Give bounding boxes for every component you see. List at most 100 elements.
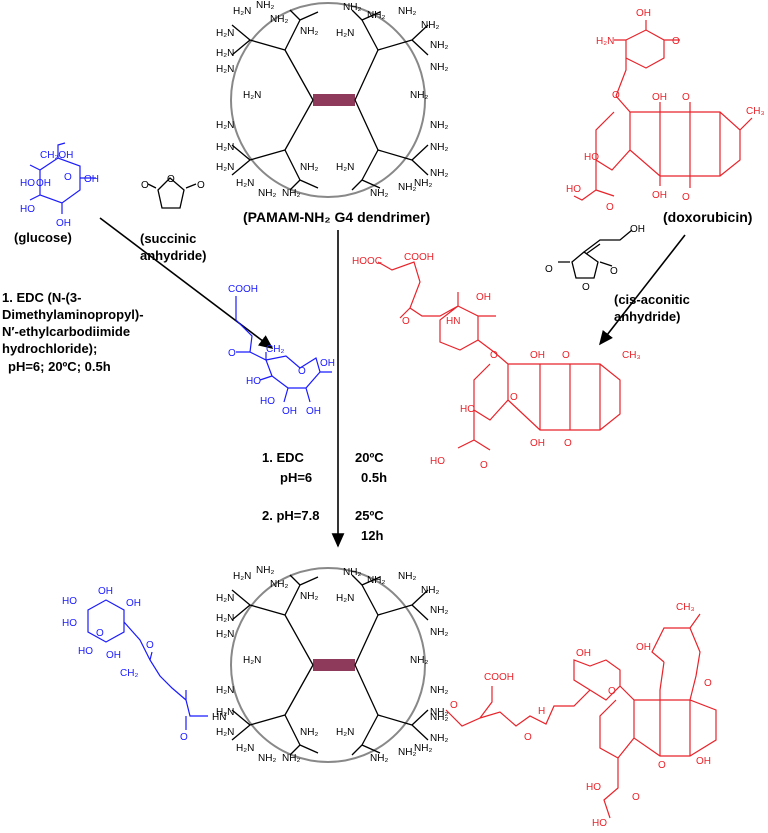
svg-text:NH₂: NH₂ <box>430 685 448 696</box>
svg-text:2. pH=7.8: 2. pH=7.8 <box>262 508 319 523</box>
svg-text:O: O <box>704 678 712 689</box>
svg-text:OH: OH <box>306 406 321 417</box>
svg-text:O: O <box>480 460 488 471</box>
svg-text:O: O <box>141 180 149 191</box>
svg-text:OH: OH <box>126 598 141 609</box>
svg-text:OH: OH <box>696 756 711 767</box>
conjugated-glucose: HO OH OH HO O HO OH CH₂ O O <box>62 586 208 743</box>
svg-text:H₂N: H₂N <box>216 64 234 75</box>
svg-text:H₂N: H₂N <box>596 36 614 47</box>
svg-text:OH: OH <box>636 8 651 19</box>
svg-text:NH₂: NH₂ <box>430 627 448 638</box>
svg-text:NH₂: NH₂ <box>258 188 276 199</box>
cis-aconitic-structure: O O O OH <box>545 224 645 293</box>
svg-text:H₂N: H₂N <box>216 28 234 39</box>
svg-text:NH₂: NH₂ <box>430 120 448 131</box>
svg-text:H₂N: H₂N <box>216 593 234 604</box>
svg-text:HOOC: HOOC <box>352 256 382 267</box>
svg-text:O: O <box>64 172 72 183</box>
svg-text:NH₂: NH₂ <box>430 142 448 153</box>
svg-text:hydrochloride);: hydrochloride); <box>2 341 97 356</box>
succinic-anhydride-structure: O O O <box>141 174 205 209</box>
svg-text:OH: OH <box>630 224 645 235</box>
svg-text:NH₂: NH₂ <box>414 178 432 189</box>
svg-text:H₂N: H₂N <box>216 120 234 131</box>
svg-text:OH: OH <box>56 218 71 229</box>
svg-text:H₂N: H₂N <box>243 655 261 666</box>
svg-text:NH₂: NH₂ <box>282 188 300 199</box>
svg-text:HO: HO <box>592 818 607 829</box>
svg-text:NH₂: NH₂ <box>398 182 416 193</box>
svg-text:HO: HO <box>260 396 275 407</box>
svg-text:H₂N: H₂N <box>236 178 254 189</box>
svg-text:20ºC: 20ºC <box>355 450 384 465</box>
svg-text:NH₂: NH₂ <box>430 712 448 723</box>
svg-text:H₂N: H₂N <box>216 162 234 173</box>
svg-text:OH: OH <box>36 178 51 189</box>
svg-text:H₂N: H₂N <box>336 593 354 604</box>
svg-text:O: O <box>610 266 618 277</box>
arrow-glucose <box>99 217 274 349</box>
cis-aconityl-doxorubicin-structure: HOOC COOH O HN OH O O OH O CH₃ HO OH O H… <box>352 252 641 471</box>
svg-text:O: O <box>402 316 410 327</box>
svg-text:OH: OH <box>652 190 667 201</box>
left-conditions: 1. EDC (N-(3- Dimethylaminopropyl)- N′-e… <box>2 290 144 374</box>
svg-text:NH₂: NH₂ <box>270 14 288 25</box>
svg-text:O: O <box>612 90 620 101</box>
svg-text:H₂N: H₂N <box>216 48 234 59</box>
svg-text:NH₂: NH₂ <box>300 727 318 738</box>
svg-text:H₂N: H₂N <box>216 629 234 640</box>
svg-text:25ºC: 25ºC <box>355 508 384 523</box>
svg-text:NH₂: NH₂ <box>270 579 288 590</box>
svg-text:O: O <box>672 36 680 47</box>
svg-text:O: O <box>96 628 104 639</box>
svg-text:HO: HO <box>62 596 77 607</box>
svg-text:CH₃: CH₃ <box>746 106 765 117</box>
svg-text:NH₂: NH₂ <box>414 743 432 754</box>
svg-text:NH₂: NH₂ <box>282 753 300 764</box>
svg-text:HO: HO <box>20 204 35 215</box>
svg-text:NH₂: NH₂ <box>421 20 439 31</box>
svg-text:O: O <box>510 392 518 403</box>
doxorubicin-label: (doxorubicin) <box>663 209 752 225</box>
svg-text:H₂N: H₂N <box>243 90 261 101</box>
svg-text:COOH: COOH <box>404 252 434 263</box>
svg-text:O: O <box>545 264 553 275</box>
dendrimer-shell-bottom <box>230 567 426 763</box>
svg-text:CH₃: CH₃ <box>676 602 695 613</box>
svg-text:O: O <box>490 350 498 361</box>
succinic-label-2: anhydride) <box>140 248 206 263</box>
svg-text:COOH: COOH <box>228 284 258 295</box>
svg-text:O: O <box>197 180 205 191</box>
dendrimer-core-bottom <box>313 659 355 671</box>
dendrimer-shell <box>230 2 426 198</box>
svg-text:NH₂: NH₂ <box>398 747 416 758</box>
svg-text:NH₂: NH₂ <box>430 605 448 616</box>
svg-text:NH₂: NH₂ <box>370 188 388 199</box>
doxorubicin-structure: OH H₂N O O OH O CH₃ HO OH O HO O <box>566 8 765 213</box>
svg-text:HO: HO <box>460 404 475 415</box>
svg-text:O: O <box>146 640 154 651</box>
svg-text:H₂N: H₂N <box>336 28 354 39</box>
svg-text:O: O <box>658 760 666 771</box>
svg-text:O: O <box>298 366 306 377</box>
svg-text:NH₂: NH₂ <box>430 733 448 744</box>
svg-text:O: O <box>582 282 590 293</box>
svg-text:12h: 12h <box>361 528 383 543</box>
svg-text:OH: OH <box>282 406 297 417</box>
svg-text:HO: HO <box>584 152 599 163</box>
svg-text:H: H <box>538 706 545 717</box>
dendrimer-label: (PAMAM-NH₂ G4 dendrimer) <box>243 209 430 225</box>
svg-text:OH: OH <box>320 358 335 369</box>
svg-text:OH: OH <box>530 438 545 449</box>
svg-text:NH₂: NH₂ <box>343 2 361 13</box>
svg-text:CH₂: CH₂ <box>120 668 138 679</box>
svg-text:H₂N: H₂N <box>216 142 234 153</box>
svg-text:OH: OH <box>652 92 667 103</box>
svg-text:O: O <box>450 700 458 711</box>
svg-text:CH₃: CH₃ <box>622 350 641 361</box>
svg-text:O: O <box>167 174 175 185</box>
